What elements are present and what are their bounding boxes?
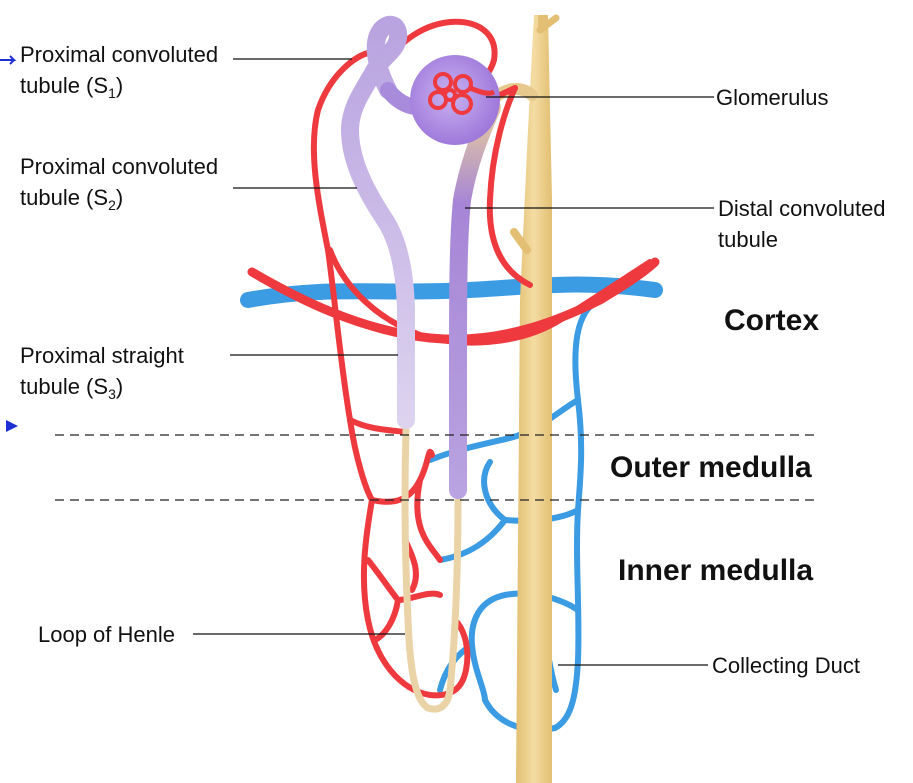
label-pct-s2-line2: tubule (S2) xyxy=(20,185,123,213)
glomerulus-shape xyxy=(410,55,500,145)
zone-outer-medulla: Outer medulla xyxy=(610,451,812,484)
label-pct-s1-line1: Proximal convoluted xyxy=(20,42,218,67)
label-pst-s3-line2: tubule (S3) xyxy=(20,374,123,402)
label-loop-of-henle: Loop of Henle xyxy=(38,622,175,647)
proximal-tubule-shape xyxy=(350,25,406,420)
label-dct-line1: Distal convoluted xyxy=(718,196,886,221)
label-pct-s1-line2: tubule (S1) xyxy=(20,73,123,101)
label-dct-line2: tubule xyxy=(718,227,778,252)
label-pct-s2-line1: Proximal convoluted xyxy=(20,154,218,179)
label-pst-s3-line1: Proximal straight xyxy=(20,343,184,368)
label-glomerulus: Glomerulus xyxy=(716,85,828,110)
label-collecting-duct: Collecting Duct xyxy=(712,653,860,678)
distal-tubule-shape xyxy=(458,108,492,490)
arrow-marker-top xyxy=(0,56,14,64)
zone-cortex: Cortex xyxy=(724,304,819,337)
arrow-marker-middle xyxy=(0,420,18,432)
zone-inner-medulla: Inner medulla xyxy=(618,554,813,587)
